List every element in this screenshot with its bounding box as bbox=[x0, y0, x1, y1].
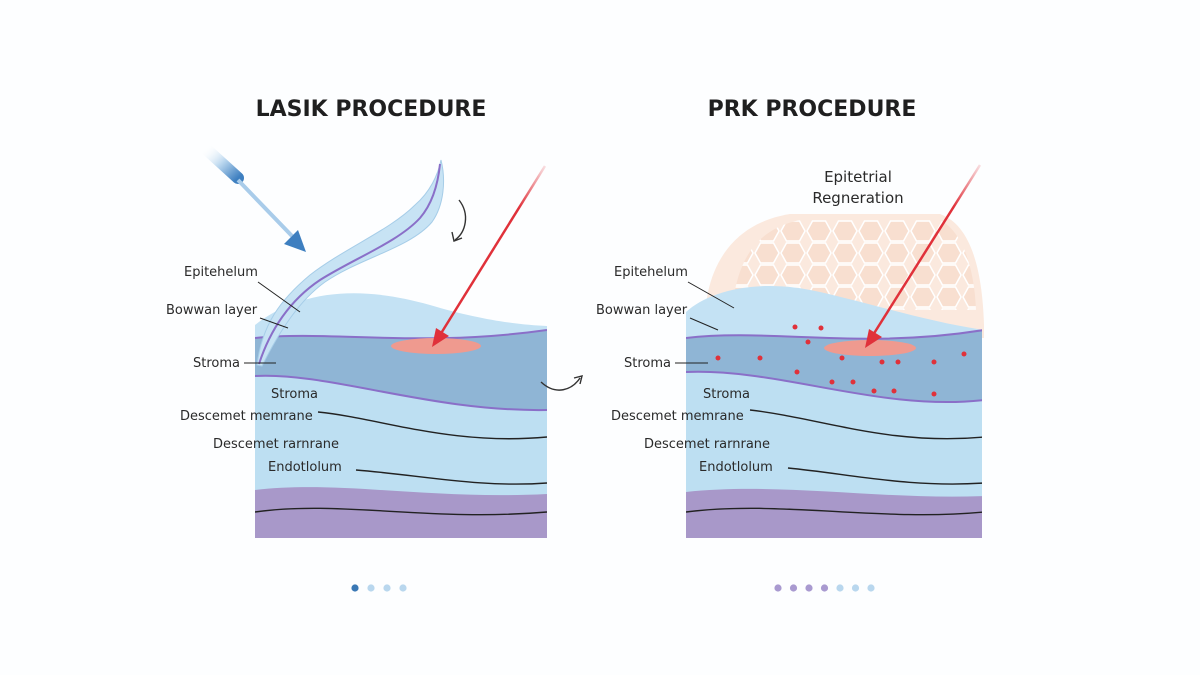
lasik-laser-arrowhead bbox=[432, 328, 449, 347]
pagination-dot[interactable] bbox=[851, 584, 860, 592]
lasik-pagination-dots bbox=[351, 584, 407, 592]
lasik-label-stroma-side: Stroma bbox=[193, 356, 240, 371]
lasik-label-epithelium: Epitehelum bbox=[184, 265, 258, 280]
prk-particle bbox=[792, 324, 798, 330]
prk-leader-epithelium bbox=[687, 281, 735, 309]
prk-descemet-line-2 bbox=[787, 467, 982, 485]
lasik-cornea-cross-section bbox=[255, 293, 547, 538]
lasik-label-stroma-inner: Stroma bbox=[271, 387, 318, 402]
prk-particle bbox=[839, 355, 845, 361]
prk-pagination-dots bbox=[774, 584, 875, 592]
lasik-instrument-arrowhead bbox=[284, 230, 306, 252]
lasik-endothelium-line bbox=[255, 507, 547, 516]
prk-particle bbox=[805, 339, 811, 345]
lasik-stroma-lower-edge bbox=[255, 374, 547, 412]
prk-laser-arrowhead bbox=[865, 329, 882, 348]
lasik-laser-beam bbox=[438, 165, 547, 336]
lasik-label-bowman: Bowwan layer bbox=[166, 303, 258, 318]
pagination-dot[interactable] bbox=[383, 584, 391, 592]
prk-particle bbox=[879, 359, 885, 365]
prk-particle bbox=[931, 391, 937, 397]
prk-particle bbox=[891, 388, 897, 394]
pagination-dot[interactable] bbox=[805, 584, 813, 592]
transition-arrow bbox=[540, 377, 581, 391]
prk-regen-label-2: Regneration bbox=[812, 189, 903, 207]
lasik-label-endothelium: Endotlolum bbox=[268, 460, 342, 475]
prk-particle bbox=[715, 355, 721, 361]
pagination-dot[interactable] bbox=[789, 584, 798, 592]
prk-title: PRK PROCEDURE bbox=[708, 97, 917, 122]
lasik-title: LASIK PROCEDURE bbox=[256, 97, 487, 122]
prk-label-bowman: Bowwan layer bbox=[596, 303, 688, 318]
lasik-instrument-shaft bbox=[236, 178, 294, 238]
lasik-flap-return-arrowhead bbox=[451, 231, 463, 242]
pagination-dot[interactable] bbox=[867, 584, 875, 592]
prk-stroma-lower-edge bbox=[686, 370, 982, 404]
lasik-instrument-body bbox=[199, 142, 244, 184]
pagination-dot[interactable] bbox=[774, 584, 782, 592]
prk-label-endothelium: Endotlolum bbox=[699, 460, 773, 475]
lasik-leader-epithelium bbox=[257, 281, 301, 313]
lasik-flap-bowman-line bbox=[258, 163, 441, 365]
lasik-label-descemet-1: Descemet memrane bbox=[180, 409, 313, 424]
prk-particle bbox=[794, 369, 800, 375]
lasik-leader-bowman bbox=[259, 317, 289, 329]
lasik-bowman-line bbox=[255, 329, 547, 340]
pagination-dot[interactable] bbox=[351, 584, 359, 592]
pagination-dot[interactable] bbox=[367, 584, 375, 592]
lasik-descemet-line-2 bbox=[355, 469, 547, 485]
prk-label-stroma-inner: Stroma bbox=[703, 387, 750, 402]
prk-label-descemet-1: Descemet memrane bbox=[611, 409, 744, 424]
prk-particle bbox=[829, 379, 835, 385]
lasik-flap-return-arrow bbox=[454, 199, 467, 241]
prk-healing-particles bbox=[715, 324, 967, 397]
pagination-dot[interactable] bbox=[836, 584, 844, 592]
prk-particle bbox=[931, 359, 937, 365]
prk-particle bbox=[757, 355, 763, 361]
prk-laser-beam bbox=[871, 164, 982, 336]
prk-particle bbox=[818, 325, 824, 331]
prk-bowman-line bbox=[686, 329, 982, 340]
prk-ablation-zone bbox=[824, 340, 916, 356]
prk-label-epithelium: Epitehelum bbox=[614, 265, 688, 280]
lasik-label-descemet-2: Descemet rarnrane bbox=[213, 437, 339, 452]
prk-particle bbox=[871, 388, 877, 394]
prk-regeneration-hex-pattern bbox=[735, 220, 976, 310]
lasik-descemet-line-1 bbox=[317, 411, 547, 440]
prk-particle bbox=[850, 379, 856, 385]
pagination-dot[interactable] bbox=[399, 584, 407, 592]
prk-endothelium-line bbox=[686, 507, 982, 516]
lasik-ablation-zone bbox=[391, 338, 481, 354]
lasik-panel: LASIK PROCEDURE bbox=[166, 97, 547, 592]
prk-leader-bowman bbox=[689, 317, 719, 331]
prk-descemet-line-1 bbox=[749, 409, 982, 440]
pagination-dot[interactable] bbox=[820, 584, 829, 592]
transition-arrowhead bbox=[573, 375, 583, 385]
prk-panel: PRK PROCEDURE bbox=[596, 97, 984, 592]
prk-label-stroma-side: Stroma bbox=[624, 356, 671, 371]
prk-label-descemet-2: Descemet rarnrane bbox=[644, 437, 770, 452]
prk-particle bbox=[895, 359, 901, 365]
prk-particle bbox=[961, 351, 967, 357]
prk-endothelium-layer bbox=[686, 488, 982, 538]
prk-regen-label-1: Epitetrial bbox=[824, 168, 892, 186]
